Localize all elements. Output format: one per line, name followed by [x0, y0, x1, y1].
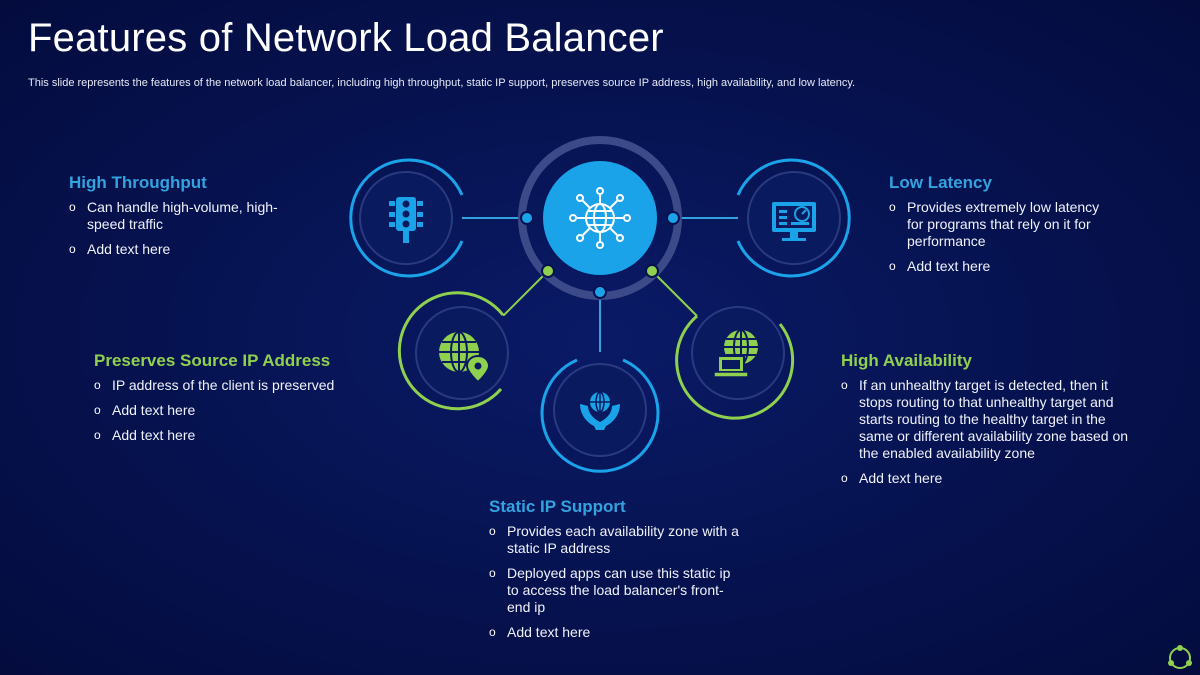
bullet-glyph: o [489, 566, 496, 580]
node-high-availability [675, 306, 795, 420]
bullet-glyph: o [841, 378, 848, 392]
dot-left [520, 211, 534, 225]
bullet-glyph: o [489, 625, 496, 639]
connectors [462, 217, 738, 352]
dot-bottom [593, 285, 607, 299]
bullet-glyph: o [489, 524, 496, 538]
bullet-glyph: o [94, 378, 101, 392]
heading-preserves-source-ip: Preserves Source IP Address [94, 351, 331, 370]
heading-high-throughput: High Throughput [69, 173, 207, 192]
heading-high-availability: High Availability [841, 351, 972, 370]
node-high-throughput [349, 158, 464, 278]
bullet-glyph: o [94, 403, 101, 417]
globe-laptop-icon [713, 329, 758, 378]
bullet-glyph: o [69, 200, 76, 214]
globe-location-icon [439, 331, 491, 384]
dot-lower-left [541, 264, 555, 278]
node-static-ip-support [540, 358, 660, 473]
bullet-glyph: o [841, 471, 848, 485]
dot-lower-right [645, 264, 659, 278]
traffic-light-icon [389, 197, 423, 243]
globe-hands-icon [580, 391, 620, 430]
page-subtitle: This slide represents the features of th… [28, 77, 856, 89]
node-low-latency [736, 158, 851, 278]
bullet-glyph: o [889, 200, 896, 214]
dot-right [666, 211, 680, 225]
bullet-glyph: o [94, 428, 101, 442]
monitor-speed-icon [772, 202, 816, 241]
cycle-logo-icon [1168, 645, 1192, 669]
node-preserves-source-ip [397, 291, 509, 411]
network-globe-icon [569, 187, 631, 249]
bullet-glyph: o [69, 242, 76, 256]
bullet-glyph: o [889, 259, 896, 273]
heading-static-ip-support: Static IP Support [489, 497, 626, 516]
heading-low-latency: Low Latency [889, 173, 992, 192]
page-title: Features of Network Load Balancer [28, 16, 664, 60]
connector-high-availability [651, 270, 698, 317]
connector-preserves-source-ip [503, 270, 549, 316]
